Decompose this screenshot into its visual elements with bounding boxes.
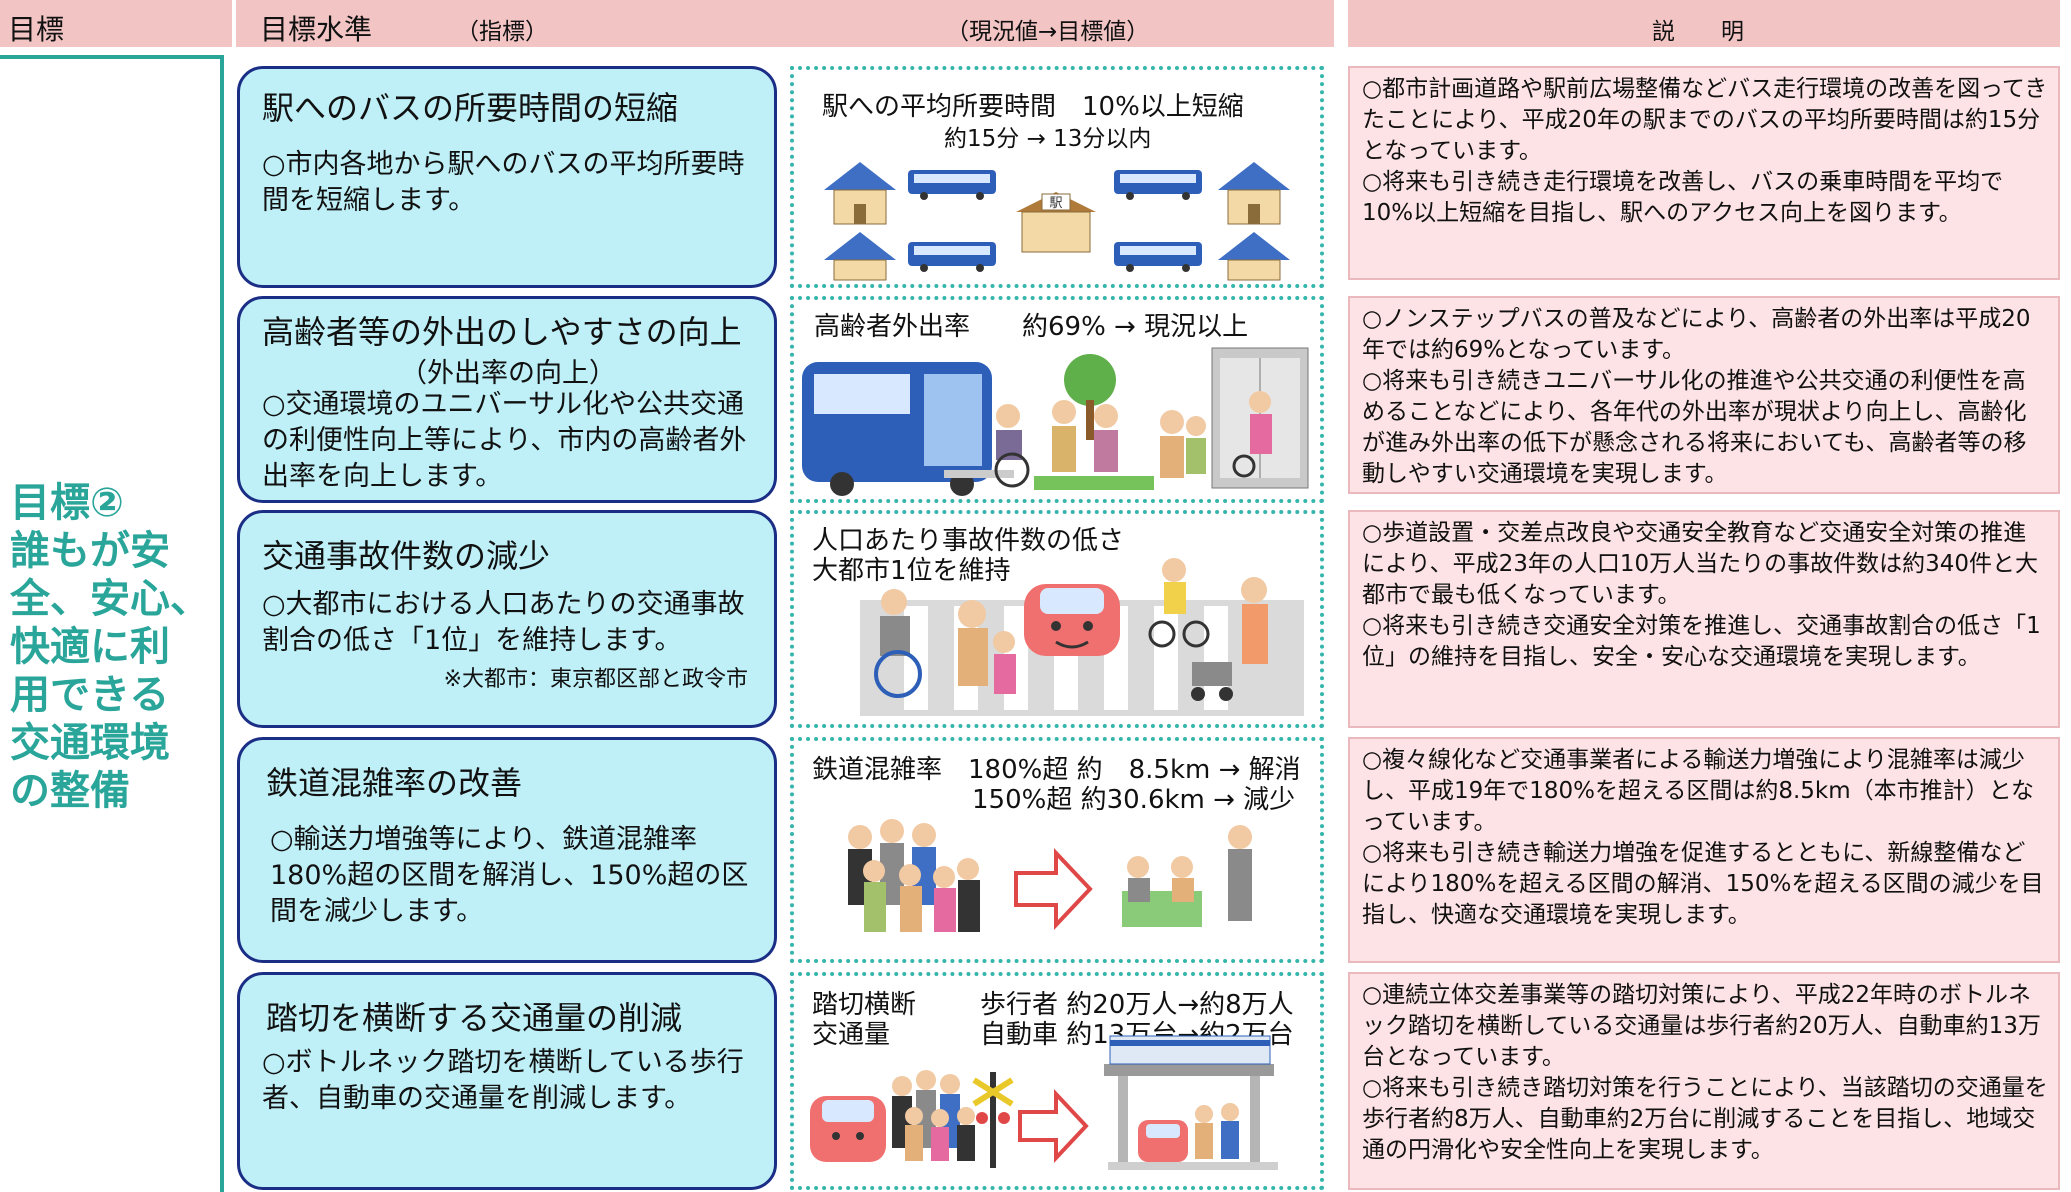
target-body: ○ボトルネック踏切を横断している歩行者、自動車の交通量を削減します。 — [262, 1047, 744, 1114]
explanation-paragraph: ○将来も引き続き踏切対策を行うことにより、当該踏切の交通量を歩行者約8万人、自動… — [1362, 1075, 2048, 1163]
indicator-box-crossing-traffic: 踏切横断 交通量 歩行者 約20万人→約8万人 自動車 約13万台→約2万台 — [790, 972, 1324, 1190]
explanation-paragraph: ○連続立体交差事業等の踏切対策により、平成22年時のボトルネック踏切を横断してい… — [1362, 982, 2041, 1070]
indicator-line: 駅への平均所要時間 10%以上短縮 — [822, 92, 1244, 122]
tree-icon — [1064, 354, 1116, 440]
waiting-crowd-icon — [892, 1070, 975, 1161]
explanation-elderly-outing: ○ノンステップバスの普及などにより、高齢者の外出率は平成20年では約69%となっ… — [1348, 296, 2060, 494]
explanation-bus-time: ○都市計画道路や駅前広場整備などバス走行環境の改善を図ってきたことにより、平成2… — [1348, 66, 2060, 280]
target-title: 駅へのバスの所要時間の短縮 — [262, 89, 679, 127]
goal-line: 用できる — [10, 672, 170, 718]
low-floor-bus-icon — [802, 362, 1014, 496]
station-icon: 駅 — [1016, 192, 1096, 253]
goal-text: 目標② 誰もが安 全、安心、 快適に利 用できる 交通環境 の整備 — [10, 479, 215, 815]
indicator-box-accidents: 人口あたり事故件数の低さ 大都市1位を維持 — [790, 510, 1324, 728]
explanation-paragraph: ○将来も引き続き交通安全対策を推進し、交通事故割合の低さ「1位」の維持を目指し、… — [1362, 613, 2041, 670]
crowded-train-passengers-icon — [848, 819, 980, 932]
explanation-paragraph: ○都市計画道路や駅前広場整備などバス走行環境の改善を図ってきたことにより、平成2… — [1362, 76, 2048, 164]
arrow-right-icon — [1018, 1088, 1089, 1164]
indicator-line: 鉄道混雑率 180%超 約 8.5km → 解消 — [812, 755, 1301, 785]
target-box-bus-time: 駅へのバスの所要時間の短縮 ○市内各地から駅へのバスの平均所要時間を短縮します。 — [237, 66, 777, 288]
target-box-rail-congestion: 鉄道混雑率の改善 ○輸送力増強等により、鉄道混雑率180%超の区間を解消し、15… — [237, 737, 777, 963]
wheelchair-person-icon — [994, 404, 1030, 488]
bus-icon — [1114, 170, 1202, 200]
bus-icon — [1114, 242, 1202, 272]
house-icon — [824, 232, 896, 281]
indicator-line: 大都市1位を維持 — [812, 556, 1011, 586]
target-subtitle: （外出率の向上） — [400, 358, 616, 389]
target-title: 踏切を横断する交通量の削減 — [266, 999, 683, 1037]
crossing-signal-icon — [972, 1072, 1014, 1168]
target-box-elderly-outing: 高齢者等の外出のしやすさの向上 （外出率の向上） ○交通環境のユニバーサル化や公… — [237, 296, 777, 503]
elderly-child-icon — [958, 600, 1016, 694]
arrow-right-icon — [1014, 847, 1093, 931]
indicator-line: 150%超 約30.6km → 減少 — [972, 785, 1296, 815]
rail-congestion-illustration — [848, 819, 1252, 932]
target-title: 鉄道混雑率の改善 — [266, 764, 523, 802]
railroad-crossing-illustration — [810, 1035, 1278, 1170]
goal-column: 目標② 誰もが安 全、安心、 快適に利 用できる 交通環境 の整備 — [0, 55, 224, 1192]
house-icon — [1218, 162, 1290, 225]
family-with-stroller-icon — [1160, 391, 1272, 478]
indicator-line: 約15分 → 13分以内 — [944, 126, 1152, 152]
explanation-paragraph: ○ノンステップバスの普及などにより、高齢者の外出率は平成20年では約69%となっ… — [1362, 306, 2031, 363]
target-title: 交通事故件数の減少 — [262, 537, 551, 575]
parent-with-stroller-icon — [1191, 577, 1268, 701]
indicator-box-rail-congestion: 鉄道混雑率 180%超 約 8.5km → 解消 150%超 約30.6km →… — [790, 737, 1324, 963]
header-explanation: 説 明 — [1348, 0, 2060, 50]
traffic-safety-illustration — [860, 558, 1304, 716]
header-goal: 目標 — [0, 0, 232, 50]
indicator-line: 高齢者外出率 約69% → 現況以上 — [814, 312, 1249, 342]
goal-line: 誰もが安 — [10, 528, 170, 574]
goal-line: 交通環境 — [10, 720, 170, 766]
wheelchair-person-icon — [874, 589, 922, 698]
explanation-paragraph: ○歩道設置・交差点改良や交通安全教育など交通安全対策の推進により、平成23年の人… — [1362, 520, 2039, 608]
cyclist-icon — [1148, 558, 1210, 648]
car-at-crossing-icon — [810, 1096, 886, 1162]
comfortable-train-passengers-icon — [1122, 825, 1252, 927]
indicator-box-elderly-outing: 高齢者外出率 約69% → 現況以上 — [790, 296, 1324, 503]
header-level-label: 目標水準 — [260, 13, 373, 46]
bus-route-illustration: 駅 — [824, 162, 1290, 281]
header-goal-label: 目標 — [8, 13, 65, 46]
target-body: ○大都市における人口あたりの交通事故割合の低さ「1位」を維持します。 — [262, 589, 745, 656]
target-title: 高齢者等の外出のしやすさの向上 — [262, 313, 742, 351]
elderly-couple-icon — [1034, 400, 1154, 490]
explanation-paragraph: ○将来も引き続きユニバーサル化の推進や公共交通の利便性を高めることなどにより、各… — [1362, 368, 2027, 487]
indicator-box-bus-time: 駅への平均所要時間 10%以上短縮 約15分 → 13分以内 駅 — [790, 66, 1324, 288]
header-level: 目標水準 （指標） （現況値→目標値） — [236, 0, 1334, 50]
goal-line: の整備 — [10, 768, 130, 814]
station-label: 駅 — [1049, 196, 1062, 211]
header-value-label: （現況値→目標値） — [946, 19, 1150, 45]
elevated-rail-icon — [1104, 1035, 1278, 1170]
target-note: ※大都市：東京都区部と政令市 — [443, 667, 748, 692]
goal-line: 目標② — [10, 480, 124, 526]
bus-icon — [908, 170, 996, 200]
indicator-line: 人口あたり事故件数の低さ — [812, 526, 1125, 556]
indicator-line: 交通量 — [812, 1020, 891, 1050]
house-icon — [824, 162, 896, 225]
header-explanation-label: 説 明 — [1652, 19, 1744, 45]
explanation-rail-congestion: ○複々線化など交通事業者による輸送力増強により混雑率は減少し、平成19年で180… — [1348, 737, 2060, 963]
smiling-car-icon — [1024, 584, 1120, 656]
indicator-line: 踏切横断 — [812, 990, 917, 1020]
explanation-accidents: ○歩道設置・交差点改良や交通安全教育など交通安全対策の推進により、平成23年の人… — [1348, 510, 2060, 728]
explanation-paragraph: ○将来も引き続き走行環境を改善し、バスの乗車時間を平均で10%以上短縮を目指し、… — [1362, 169, 2004, 226]
target-body: ○輸送力増強等により、鉄道混雑率180%超の区間を解消し、150%超の区間を減少… — [270, 824, 749, 927]
explanation-paragraph: ○複々線化など交通事業者による輸送力増強により混雑率は減少し、平成19年で180… — [1362, 747, 2034, 835]
pedestrians-under-rail-icon — [1195, 1103, 1239, 1159]
target-body: ○市内各地から駅へのバスの平均所要時間を短縮します。 — [262, 149, 745, 216]
bus-icon — [908, 242, 996, 272]
target-box-accidents: 交通事故件数の減少 ○大都市における人口あたりの交通事故割合の低さ「1位」を維持… — [237, 510, 777, 728]
goal-line: 全、安心、 — [10, 576, 210, 622]
target-body: ○交通環境のユニバーサル化や公共交通の利便性向上等により、市内の高齢者外出率を向… — [262, 389, 747, 492]
elderly-outing-illustration — [802, 347, 1309, 496]
explanation-crossing-traffic: ○連続立体交差事業等の踏切対策により、平成22年時のボトルネック踏切を横断してい… — [1348, 972, 2060, 1190]
indicator-line: 歩行者 約20万人→約8万人 — [980, 990, 1294, 1020]
car-under-rail-icon — [1138, 1120, 1188, 1162]
header-indicator-label: （指標） — [456, 19, 548, 45]
house-icon — [1218, 232, 1290, 281]
goal-line: 快適に利 — [10, 624, 170, 670]
explanation-paragraph: ○将来も引き続き輸送力増強を促進するとともに、新線整備などにより180%を超える… — [1362, 840, 2044, 928]
target-box-crossing-traffic: 踏切を横断する交通量の削減 ○ボトルネック踏切を横断している歩行者、自動車の交通… — [237, 972, 777, 1190]
